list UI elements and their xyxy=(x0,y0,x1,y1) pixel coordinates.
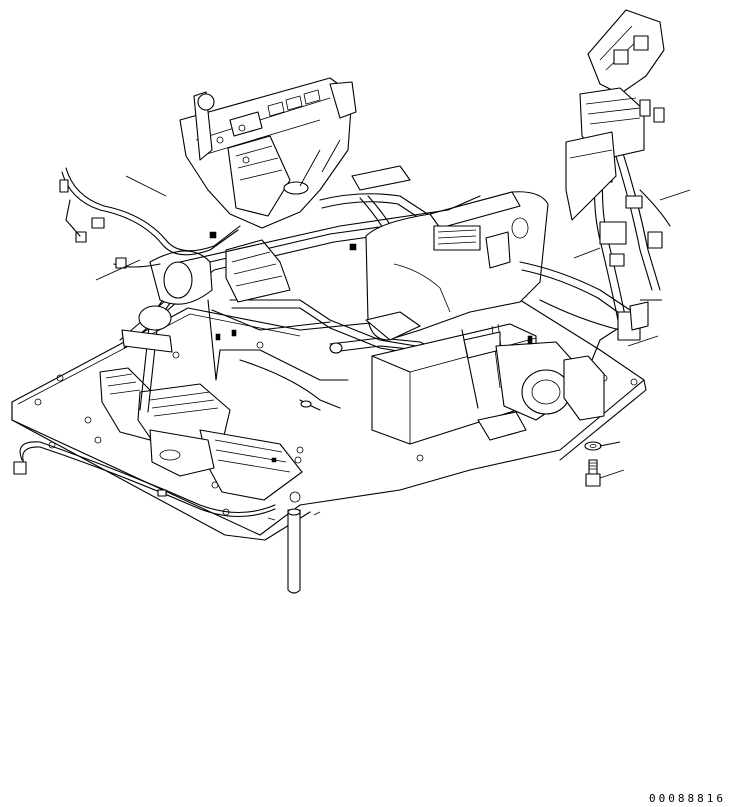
leader-line xyxy=(628,336,658,346)
travel-pedal-right xyxy=(150,430,302,500)
console-harness-left xyxy=(60,168,240,268)
bolt xyxy=(586,460,600,486)
right-lower-assembly xyxy=(478,262,630,440)
leader-line xyxy=(96,260,140,280)
floor-plate xyxy=(12,300,646,540)
washer xyxy=(585,442,601,450)
leader-line xyxy=(600,442,620,446)
leader-line xyxy=(322,140,340,172)
leader-line xyxy=(574,248,600,258)
left-frame-pipes xyxy=(120,220,470,412)
support-post xyxy=(268,509,320,593)
harness-clips xyxy=(210,232,532,462)
seat-frame xyxy=(180,166,480,302)
upper-relay-bracket xyxy=(566,10,664,220)
leader-line xyxy=(660,190,690,200)
floor-harness xyxy=(14,442,275,517)
rear-box xyxy=(372,324,536,444)
left-console xyxy=(180,78,356,228)
leader-line xyxy=(300,150,320,186)
leader-line xyxy=(126,176,166,196)
leader-line xyxy=(600,470,624,478)
drawing-code: 00088816 xyxy=(649,792,726,805)
right-console xyxy=(366,192,548,340)
leader-lines xyxy=(96,140,690,478)
